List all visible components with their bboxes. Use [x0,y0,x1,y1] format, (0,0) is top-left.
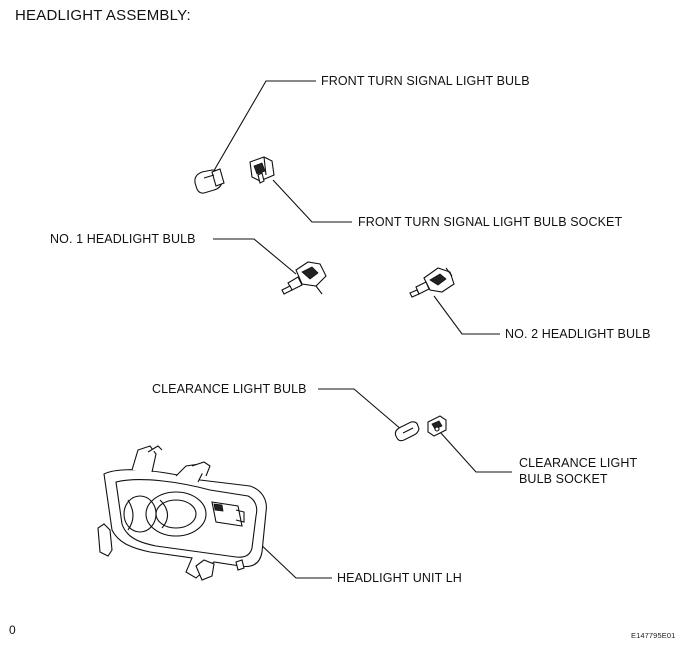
front-turn-signal-bulb-drawing [194,168,225,194]
leader-no1-headlight-bulb [213,238,297,275]
headlight-unit-drawing [97,445,267,581]
leader-clearance-socket [439,431,512,473]
label-clearance-light-bulb: CLEARANCE LIGHT BULB [152,382,307,396]
footer-left-mark: 0 [9,623,16,637]
leader-front-turn-signal-socket [272,179,352,223]
leader-no2-headlight-bulb [433,295,500,335]
label-headlight-unit: HEADLIGHT UNIT LH [337,571,462,585]
label-clearance-socket-line2: BULB SOCKET [519,472,608,486]
label-clearance-socket: CLEARANCE LIGHT BULB SOCKET [519,455,637,487]
label-front-turn-signal-bulb: FRONT TURN SIGNAL LIGHT BULB [321,74,530,88]
label-no1-headlight-bulb: NO. 1 HEADLIGHT BULB [50,232,196,246]
label-clearance-socket-line1: CLEARANCE LIGHT [519,456,638,470]
figure-code: E147795E01 [631,631,676,640]
leader-clearance-light-bulb [318,388,403,431]
front-turn-signal-socket-drawing [249,156,275,184]
clearance-socket-drawing [427,415,447,437]
leader-front-turn-signal-bulb [211,80,316,175]
diagram-title: HEADLIGHT ASSEMBLY: [15,7,191,24]
clearance-light-bulb-drawing [394,421,420,442]
no1-headlight-bulb-drawing [281,261,327,295]
leader-lines [211,80,512,579]
label-no2-headlight-bulb: NO. 2 HEADLIGHT BULB [505,327,651,341]
label-front-turn-signal-socket: FRONT TURN SIGNAL LIGHT BULB SOCKET [358,215,623,229]
no2-headlight-bulb-drawing [409,267,455,298]
